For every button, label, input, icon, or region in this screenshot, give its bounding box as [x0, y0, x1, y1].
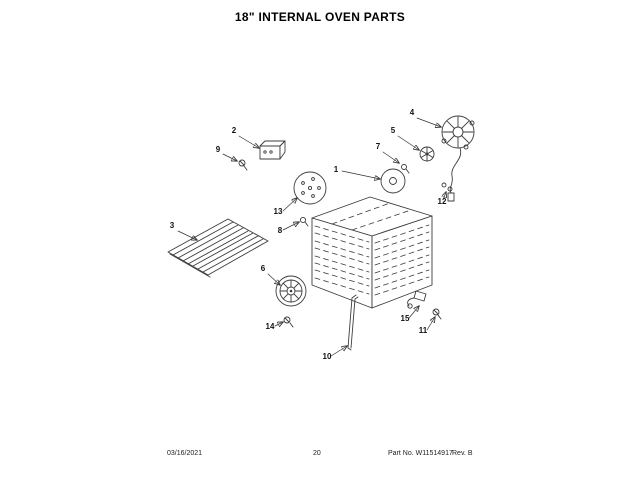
screw-7 — [401, 164, 410, 174]
callout-4: 4 — [410, 108, 415, 117]
callout-11: 11 — [419, 326, 428, 335]
leader-lines — [177, 117, 446, 357]
footer-revision: Rev. B — [452, 450, 473, 457]
callout-3: 3 — [170, 221, 175, 230]
fasteners-12 — [441, 182, 453, 192]
footer-page-number: 20 — [313, 450, 321, 457]
footer-date: 03/16/2021 — [167, 450, 203, 457]
igniter — [407, 290, 427, 309]
screw-14 — [283, 316, 294, 328]
page-title: 18" INTERNAL OVEN PARTS — [234, 10, 406, 24]
callout-2: 2 — [232, 126, 237, 135]
fan-cover-disc — [380, 168, 406, 194]
callout-9: 9 — [216, 145, 221, 154]
oven-cavity-box — [311, 196, 433, 309]
gas-tube — [347, 294, 359, 351]
screw-8 — [299, 216, 309, 227]
footer-part-number: Part No. W11514917 — [388, 450, 453, 457]
thermostat-switch — [259, 140, 286, 160]
callout-1: 1 — [334, 165, 339, 174]
blower-wheel — [275, 275, 307, 307]
callout-14: 14 — [266, 322, 275, 331]
screw-9 — [238, 159, 248, 171]
page-footer: 03/16/2021 20 Part No. W11514917 Rev. B — [0, 450, 640, 462]
screw-11 — [432, 308, 442, 320]
callout-7: 7 — [376, 142, 381, 151]
callout-12: 12 — [438, 197, 447, 206]
callout-6: 6 — [261, 264, 266, 273]
fan-blade — [419, 146, 435, 162]
callout-5: 5 — [391, 126, 396, 135]
callout-13: 13 — [274, 207, 283, 216]
convection-fan-motor — [441, 115, 475, 202]
oven-rack — [167, 218, 269, 278]
convection-cover-plate — [293, 171, 327, 205]
callout-8: 8 — [278, 226, 283, 235]
callout-10: 10 — [323, 352, 332, 361]
callout-15: 15 — [401, 314, 410, 323]
